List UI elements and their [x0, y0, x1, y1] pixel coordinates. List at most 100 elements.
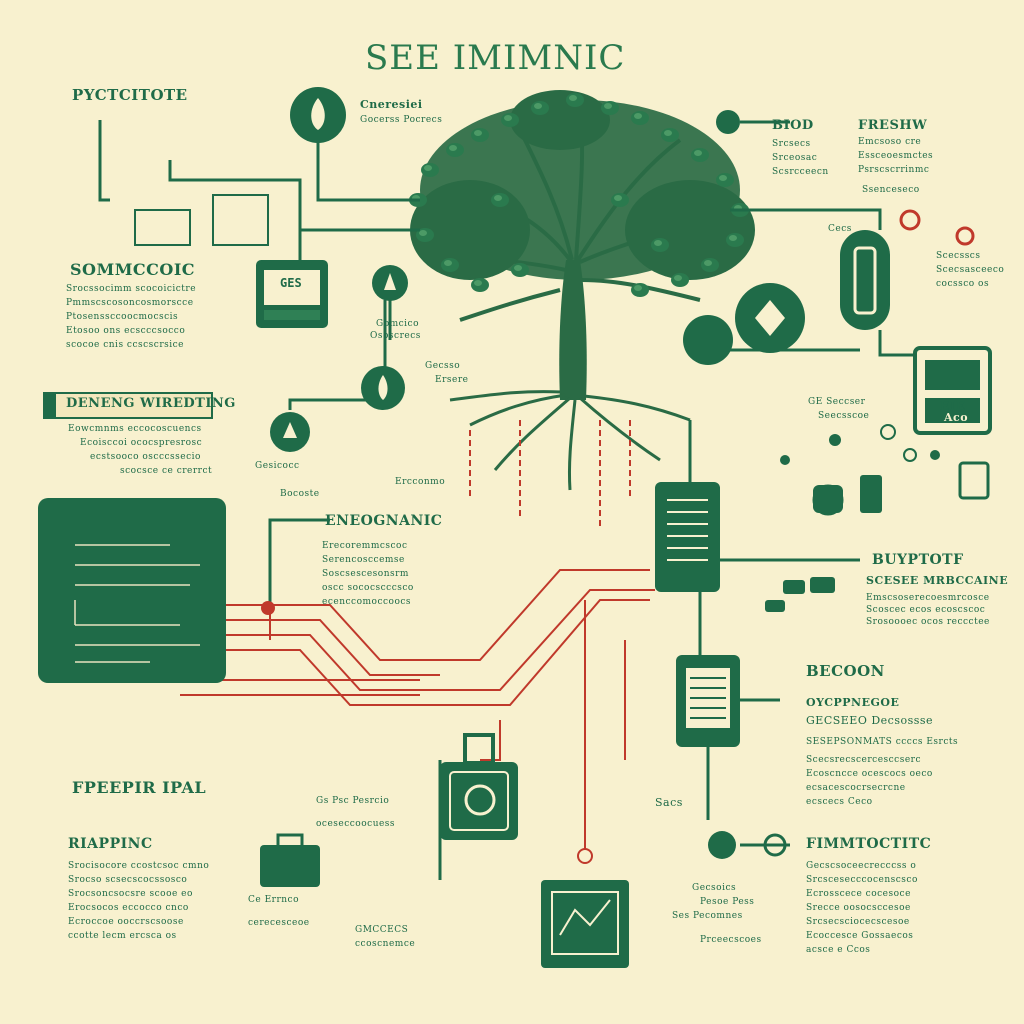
schematic-box-2 [134, 209, 191, 246]
misc-icons [765, 424, 990, 612]
fresh-line: Essceoesmctes [858, 151, 934, 161]
small-node-more-2: Prceecscoes [700, 935, 762, 945]
gis-label: GES [280, 276, 302, 290]
node4-sub: Bocoste [280, 489, 320, 499]
section2-line: scocsce ce crerrct [120, 466, 213, 476]
left-top-heading: PYCTCITOTE [72, 86, 188, 104]
recon-heading: BECOON [806, 662, 885, 680]
fresh-heading: FRESHW [858, 118, 928, 133]
energy-line: ecenccomoccoocs [322, 597, 412, 607]
energy-line: Serencosccemse [322, 555, 405, 565]
fresh-extra: Ssenceseco [862, 185, 920, 195]
section2-line: ecstsooco oscccssecio [90, 452, 201, 462]
detail-line: Scecsscs [936, 251, 981, 261]
bio-line: Scsrcceecn [772, 167, 829, 177]
capsule-node [840, 230, 890, 330]
bottom-left-heading: FPEEPIR IPAL [72, 778, 207, 797]
node5-label: Ercconmo [395, 477, 446, 487]
recon-subheading-2: GECSEEO Decsossse [806, 714, 934, 727]
buyer-line: Emscsoserecoesmrcosce [866, 593, 990, 603]
bottom-left-line: Srocsoncsocsre scooe eo [68, 889, 193, 899]
buyer-heading: BUYPTOTF [872, 552, 964, 568]
recon-line: Ecoscncce ocescocs oeco [806, 769, 933, 779]
foot-heading: FIMMTOCTITC [806, 836, 932, 852]
foot-line: acsce e Ccos [806, 945, 871, 955]
field-sub: cerecesceoe [248, 918, 310, 928]
buyer-subheading: SCESEE MRBCCAINE [866, 574, 1009, 587]
recon-line: Scecsrecscercesccserc [806, 755, 922, 765]
node1-sub: Gocerss Pocrecs [360, 115, 443, 125]
safe-device [440, 762, 518, 840]
energy-line: Erecoremmcscoc [322, 541, 408, 551]
section1-line: scocoe cnis ccscscrsice [66, 340, 184, 350]
section2-line: Ecoisccoi ococspresrosc [80, 438, 203, 448]
label-banner [43, 392, 213, 419]
section1-line: Srocssocimm scocoicictre [66, 284, 197, 294]
recon-line: SESEPSONMATS ccccs Esrcts [806, 737, 959, 747]
sacs-label: Sacs [655, 796, 683, 809]
bottom-node-sub: oceseccoocuess [316, 819, 396, 829]
foot-line: Gecscsoceecrecccss o [806, 861, 917, 871]
energy-line: Soscsescesonsrm [322, 569, 409, 579]
section1-line: Ptosenssccoocmocscis [66, 312, 179, 322]
node3-sub: Ersere [435, 375, 469, 385]
bottom-left-line: Erocsocos eccocco cnco [68, 903, 189, 913]
bottom-left-line: Srocso scsecscocssosco [68, 875, 188, 885]
foot-line: Srcscesecccocenscsco [806, 875, 918, 885]
node3-label: Gecsso [425, 361, 461, 371]
buyer-line: Srosoooec ocos reccctee [866, 617, 990, 627]
bottom-left-line: Srocisocore ccostcsoc cmno [68, 861, 210, 871]
recon-line: ecscecs Ceco [806, 797, 873, 807]
small-node-sub: Pesoe Pess [700, 897, 755, 907]
tree-illustration [409, 90, 755, 530]
section2-heading: DENENG WIREDTING [66, 396, 236, 411]
foot-line: Ecrosscece cocesoce [806, 889, 911, 899]
node1-label: Cneresiei [360, 98, 423, 111]
node2-label: Gomcico [376, 319, 420, 329]
bottom-left-subheading: RIAPPINC [68, 836, 153, 852]
case-device [260, 845, 320, 887]
small-node-more: Ses Pecomnes [672, 911, 743, 921]
foot-line: Srcsecsciocecscesoe [806, 917, 910, 927]
schematic-box [212, 194, 269, 246]
bottom-left-line: Ecroccoe ooccrscsoose [68, 917, 184, 927]
section2-line: Eowcmnms eccocoscuencs [68, 424, 202, 434]
gen-sub: Seecsscoe [818, 411, 870, 421]
box-label: EIE [940, 399, 966, 413]
fresh-line: Emcsoso cre [858, 137, 922, 147]
box-sub: Aco [944, 411, 969, 424]
field-label: Ce Errnco [248, 895, 300, 905]
detail-line: cocssco os [936, 279, 990, 289]
energy-line: oscc sococscccsco [322, 583, 414, 593]
bio-label: BIOD [772, 118, 814, 133]
node2-sub: Ososcrecs [370, 331, 421, 341]
bottom-node-label: Gs Psc Pesrcio [316, 796, 390, 806]
gen-label: GE Seccser [808, 397, 866, 407]
circuit-start-node [261, 601, 275, 615]
gmc-label: GMCCECS [355, 925, 409, 935]
foot-line: Srecce oosocsccesoe [806, 903, 911, 913]
recon-line: ecsacescocrsecrcne [806, 783, 906, 793]
section1-heading: SOMMCCOIC [70, 260, 196, 279]
small-node-label: Gecsoics [692, 883, 737, 893]
buyer-line: Scoscec ecos ecoscscoc [866, 605, 986, 615]
icon-nodes [270, 87, 975, 859]
detail-line: Scecsasceeco [936, 265, 1005, 275]
fresh-line: Psrscscrrinmc [858, 165, 930, 175]
bio-line: Srcsecs [772, 139, 811, 149]
bottom-left-line: ccotte lecm ercsca os [68, 931, 177, 941]
section1-line: Pmmscscosoncosmorscce [66, 298, 194, 308]
section1-line: Etosoo ons ecscccsocco [66, 326, 186, 336]
bottom-screen [541, 880, 629, 968]
diagram-title: SEE IMIMNIC [365, 38, 626, 78]
bio-line: Srceosac [772, 153, 818, 163]
circuit-end-node [577, 848, 593, 864]
energy-heading: ENEOGNANIC [325, 513, 443, 529]
recon-subheading: OYCPPNEGOE [806, 696, 900, 709]
node4-label: Gesicocc [255, 461, 300, 471]
circuit-lines [180, 569, 655, 850]
gmc-sub: ccoscnemce [355, 939, 416, 949]
terminal-panel [38, 498, 226, 683]
